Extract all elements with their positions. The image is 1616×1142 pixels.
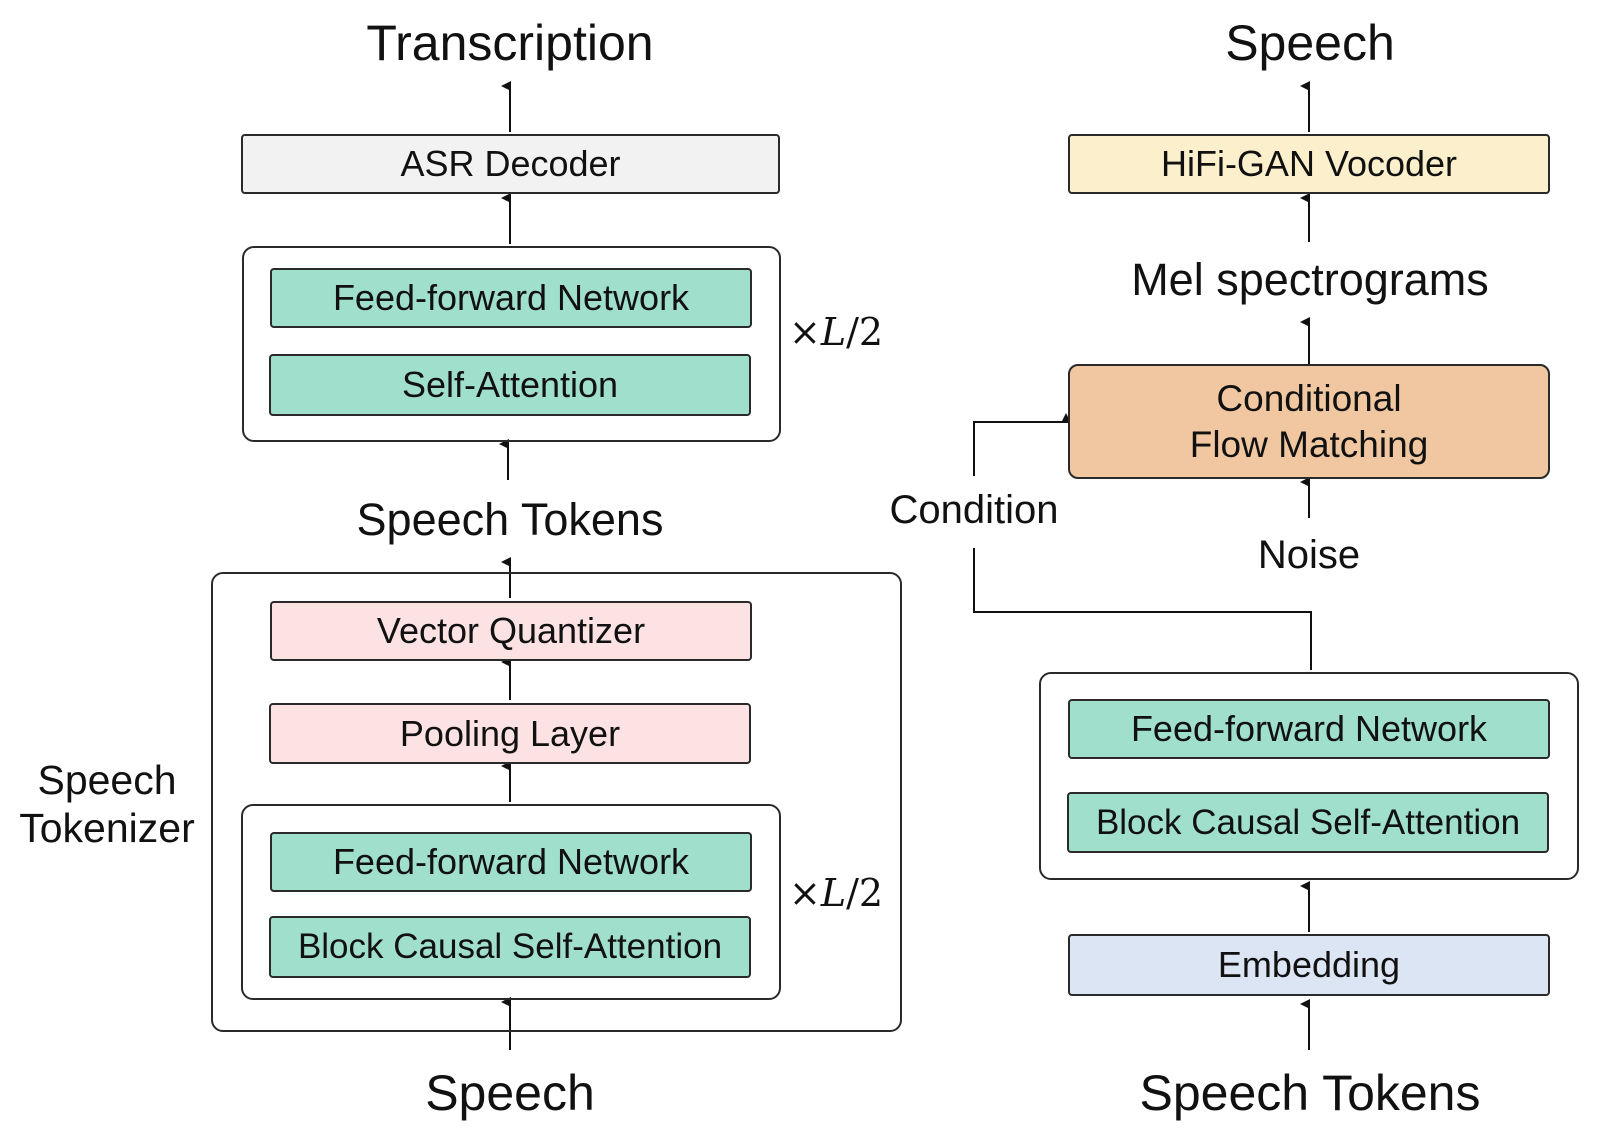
speech-tokenizer-label: Speech Tokenizer: [12, 756, 202, 852]
right-ffn-label: Feed-forward Network: [1130, 708, 1488, 749]
speech-tokens-left-label: Speech Tokens: [356, 494, 664, 545]
speech-input-label: Speech: [425, 1065, 595, 1121]
encoder-attn-label: Block Causal Self-Attention: [297, 927, 723, 966]
embedding-box: Embedding: [1068, 934, 1550, 996]
encoder-attn-box: Block Causal Self-Attention: [269, 916, 751, 978]
right-ffn-box: Feed-forward Network: [1068, 699, 1550, 759]
decoder-ffn-label: Feed-forward Network: [332, 277, 690, 318]
asr-decoder-box: ASR Decoder: [241, 134, 780, 194]
condition-path: [973, 548, 1312, 670]
speech-tokens-right-label: Speech Tokens: [1139, 1065, 1481, 1121]
speech-tokenizer-label-line2: Tokenizer: [19, 805, 195, 851]
flow-matching-label-line2: Flow Matching: [1189, 423, 1429, 465]
decoder-repeat-label: ×L/2: [789, 310, 884, 354]
encoder-block-frame: [241, 804, 781, 1000]
transcription-label: Transcription: [366, 15, 654, 71]
pooling-layer-label: Pooling Layer: [399, 712, 621, 754]
vector-quantizer-label: Vector Quantizer: [376, 610, 646, 651]
asr-decoder-label: ASR Decoder: [400, 143, 621, 184]
decoder-attn-label: Self-Attention: [401, 364, 619, 405]
mel-spectrograms-label: Mel spectrograms: [1131, 254, 1489, 305]
speech-tokenizer-frame: [211, 572, 902, 1032]
encoder-repeat-label: ×L/2: [789, 871, 884, 915]
vector-quantizer-box: Vector Quantizer: [270, 601, 752, 661]
encoder-ffn-label: Feed-forward Network: [332, 841, 690, 882]
right-attn-label: Block Causal Self-Attention: [1095, 802, 1521, 842]
speech-tokenizer-label-line1: Speech: [37, 757, 177, 803]
pooling-layer-box: Pooling Layer: [269, 703, 751, 764]
condition-label: Condition: [889, 488, 1059, 532]
vocoder-label: HiFi-GAN Vocoder: [1160, 143, 1458, 184]
right-block-frame: [1039, 672, 1579, 880]
flow-matching-label-line1: Conditional: [1216, 377, 1402, 419]
decoder-block-frame: [242, 246, 781, 442]
vocoder-box: HiFi-GAN Vocoder: [1068, 134, 1550, 194]
arrow-condition-to-flow: [973, 413, 1071, 476]
noise-label: Noise: [1257, 533, 1361, 577]
embedding-label: Embedding: [1217, 944, 1401, 985]
encoder-ffn-box: Feed-forward Network: [270, 832, 752, 892]
flow-matching-box: Conditional Flow Matching: [1068, 364, 1550, 479]
speech-output-label: Speech: [1225, 15, 1395, 71]
right-attn-box: Block Causal Self-Attention: [1067, 792, 1549, 853]
decoder-attn-box: Self-Attention: [269, 354, 751, 416]
decoder-ffn-box: Feed-forward Network: [270, 268, 752, 328]
